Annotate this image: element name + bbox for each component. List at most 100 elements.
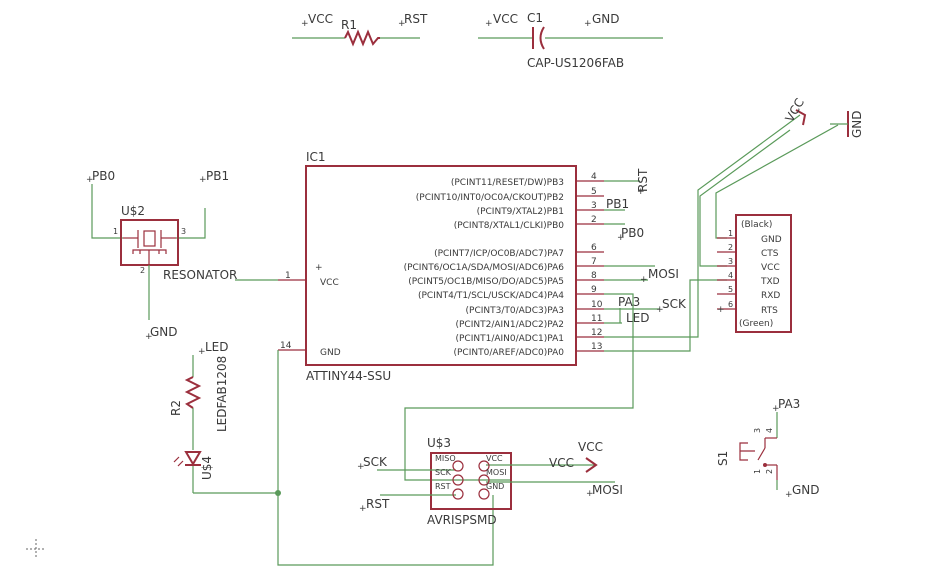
avrisp-header-u3[interactable]: U$3 AVRISPSMD SCK + RST + VCC VCC MOSI +… [357, 436, 623, 527]
r2-name-label: R2 [169, 400, 183, 416]
svg-text:+: + [785, 490, 793, 500]
ic1-pin-name: (PCINT3/T0/ADC3)PA3 [466, 306, 564, 316]
ic1-attiny44[interactable]: IC1 ATTINY44-SSU VCC GND + 1 14 4(PCINT1… [278, 150, 604, 383]
svg-text:+: + [198, 347, 206, 357]
net-label-pb0: PB0 [621, 226, 644, 240]
ic1-pin-14-number: 14 [280, 341, 292, 351]
resonator-u2[interactable]: PB0 + PB1 + U$2 1 2 3 GND + [86, 169, 229, 342]
ic1-pin-name: (PCINT9/XTAL2)PB1 [477, 207, 564, 217]
svg-text:MISO: MISO [435, 454, 456, 463]
ic1-pin-number: 12 [591, 328, 602, 338]
origin-crosshair-icon [26, 539, 46, 559]
ftdi-pin-number: 3 [728, 257, 733, 266]
svg-text:MOSI: MOSI [486, 468, 507, 477]
ic1-pin-number: 10 [591, 300, 603, 310]
svg-text:3: 3 [753, 428, 762, 433]
c1-value-label: CAP-US1206FAB [527, 56, 624, 70]
net-label-sck: SCK [662, 297, 687, 311]
svg-text:+: + [586, 489, 594, 499]
isp-rst-label: RST [366, 497, 390, 511]
switch-s1[interactable]: PA3 + S1 3 4 1 2 GND + [716, 397, 820, 500]
ftdi-pin-name: RTS [761, 306, 778, 316]
r1-name-label: R1 [341, 18, 357, 32]
ftdi-vcc-symbol: VCC [782, 96, 807, 126]
resistor-r1[interactable]: VCC R1 RST + + [292, 12, 428, 47]
ic1-pin-number: 5 [591, 187, 597, 197]
svg-text:GND: GND [486, 482, 504, 491]
ic1-pin-name: (PCINT7/ICP/OC0B/ADC7)PA7 [434, 249, 564, 259]
svg-text:3: 3 [181, 227, 186, 236]
ftdi-pin-name: CTS [761, 249, 779, 259]
svg-text:VCC: VCC [486, 454, 503, 463]
ftdi-pin-number: 2 [728, 243, 733, 252]
switch-name-label: S1 [716, 451, 730, 466]
switch-pa3-label: PA3 [778, 397, 800, 411]
ic1-pin-name: (PCINT4/T1/SCL/USCK/ADC4)PA4 [418, 291, 564, 301]
c1-vcc-origin: + [485, 19, 493, 29]
capacitor-c1[interactable]: VCC C1 GND CAP-US1206FAB + + [478, 11, 663, 70]
isp-vcc-label: VCC [549, 456, 574, 470]
ftdi-pin-number: 4 [728, 271, 733, 280]
ftdi-pin-number: 1 [728, 229, 733, 238]
r1-vcc-label: VCC [308, 12, 333, 26]
ftdi-pin-name: TXD [760, 277, 780, 287]
resonator-value-label: RESONATOR [163, 268, 237, 282]
net-label-pa3: PA3 [618, 295, 640, 309]
isp-vcc-top-label: VCC [578, 440, 603, 454]
net-label-rst: RST [636, 168, 650, 192]
ic1-right-nets: RST + PB1 PB0 + MOSI + SCK + PA3 LED [404, 114, 801, 481]
ic1-pin-number: 6 [591, 243, 597, 253]
ic1-pin-name: (PCINT0/AREF/ADC0)PA0 [453, 348, 564, 358]
ftdi-pin-number: 5 [728, 285, 733, 294]
svg-text:SCK: SCK [435, 468, 452, 477]
ic1-pin-name: (PCINT8/XTAL1/CLKI)PB0 [454, 221, 565, 231]
ic1-right-pins: 4(PCINT11/RESET/DW)PB35(PCINT10/INT0/OC0… [404, 172, 604, 358]
svg-text:+: + [359, 504, 367, 514]
led-resistor-chain[interactable]: LED + R2 LEDFAB1208 U$4 [169, 340, 281, 496]
resonator-gnd-label: GND [150, 325, 178, 339]
led-value-label: LEDFAB1208 [215, 356, 229, 432]
ic1-pin-number: 3 [591, 201, 597, 211]
ic1-gnd-pin-label: GND [320, 348, 341, 358]
ftdi-pin-name: VCC [761, 263, 780, 273]
c1-vcc-label: VCC [493, 12, 518, 26]
isp-sck-label: SCK [363, 455, 388, 469]
isp-name-label: U$3 [427, 436, 451, 450]
ic1-pin-number: 9 [591, 285, 597, 295]
ic1-pin-number: 11 [591, 314, 602, 324]
svg-text:RST: RST [435, 482, 451, 491]
ic1-vcc-pin-label: VCC [320, 278, 339, 288]
svg-text:+: + [717, 305, 725, 315]
junction-dot [275, 490, 281, 496]
svg-text:1: 1 [753, 469, 762, 474]
switch-pin-dot [763, 463, 767, 467]
c1-gnd-label: GND [592, 12, 620, 26]
svg-text:4: 4 [765, 428, 774, 433]
ic1-origin: + [315, 263, 323, 273]
ftdi-pin-name: RXD [761, 291, 780, 301]
switch-gnd-label: GND [792, 483, 820, 497]
ftdi-pin-name: GND [761, 235, 782, 245]
svg-text:1: 1 [113, 227, 118, 236]
ftdi-header[interactable]: (Black) (Green) 1GND2CTS3VCC4TXD5RXD6RTS… [717, 214, 792, 333]
isp-mosi-label: MOSI [592, 483, 623, 497]
ic1-pin-name: (PCINT6/OC1A/SDA/MOSI/ADC6)PA6 [404, 263, 565, 273]
ftdi-black-label: (Black) [741, 220, 772, 230]
resonator-pb0-label: PB0 [92, 169, 115, 183]
ic1-pin-name: (PCINT5/OC1B/MISO/DO/ADC5)PA5 [408, 277, 564, 287]
ic1-pin-number: 7 [591, 257, 597, 267]
ic1-pin-name: (PCINT11/RESET/DW)PB3 [451, 178, 564, 188]
net-label-led: LED [626, 311, 650, 325]
ic1-pin-1-number: 1 [285, 271, 291, 281]
c1-gnd-origin: + [584, 19, 592, 29]
svg-text:2: 2 [140, 266, 145, 275]
ic1-pin-number: 4 [591, 172, 597, 182]
ic1-pin-name: (PCINT2/AIN1/ADC2)PA2 [455, 320, 564, 330]
r1-vcc-origin: + [301, 19, 309, 29]
ftdi-pin-number: 6 [728, 300, 733, 309]
led-name-label: U$4 [200, 456, 214, 480]
c1-name-label: C1 [527, 11, 543, 25]
isp-value-label: AVRISPSMD [427, 513, 497, 527]
svg-text:+: + [145, 332, 153, 342]
